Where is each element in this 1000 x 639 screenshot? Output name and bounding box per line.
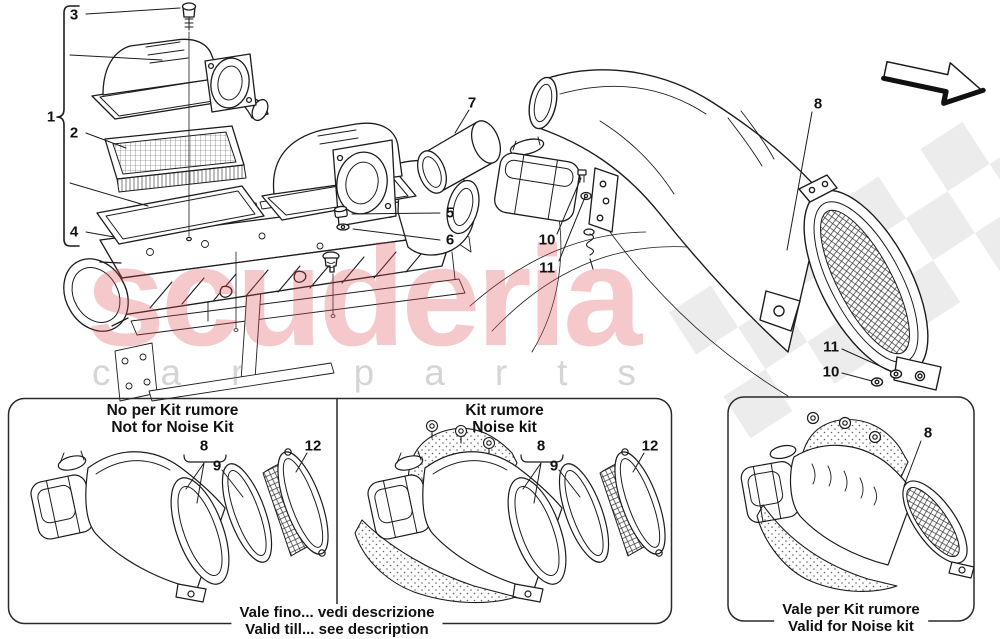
inset-left-title: No per Kit rumore Not for Noise Kit [8,402,337,436]
inset-middle-title: Kit rumore Noise kit [337,402,672,436]
inset-middle-title-en: Noise kit [472,419,537,436]
noise-kit-blanket [354,519,517,604]
inset-right-callout-8: 8 [923,424,933,442]
inset-middle-title-it: Kit rumore [465,402,544,419]
inset-middle-callout-12: 12 [641,437,659,455]
callout-11b: 11 [823,338,839,356]
callout-1: 1 [46,108,56,126]
gasket-frame [96,185,265,245]
inset-left-title-it: No per Kit rumore [106,402,239,419]
airbox-cover-right [261,122,417,227]
duct-washers [870,369,903,387]
screw [181,2,197,242]
noise-kit-valid-caption-it: Vale per Kit rumore [782,601,920,618]
callout-7: 7 [467,94,477,112]
callout-3: 3 [69,6,79,24]
callout-6: 6 [445,231,455,249]
mounting-bracket [577,167,619,270]
callout-1-brace [56,5,80,247]
inset-left-callout-9: 9 [212,457,222,475]
noise-kit-assembled-duct [740,411,975,593]
validity-caption-en: Valid till... see description [245,620,429,638]
intake-hose [417,120,501,194]
inset-middle-callout-8: 8 [536,437,546,455]
validity-caption: Vale fino... vedi descrizione Valid till… [231,604,443,639]
callout-4: 4 [69,223,79,241]
inset-left-title-en: Not for Noise Kit [111,419,234,436]
airbox-cover-left [91,38,269,122]
inset-duct-exploded [30,448,329,603]
car-body-outline [469,205,789,397]
assembly-axis-lines [233,251,336,332]
callout-11a: 11 [539,259,555,277]
callout-10b: 10 [822,363,840,381]
resonator [494,136,580,222]
inset-left-callout-8: 8 [199,437,209,455]
noise-kit-cover-hooks [425,419,496,456]
inset-middle-callout-9: 9 [549,457,559,475]
callout-5: 5 [445,204,455,222]
leader-lines [69,7,892,382]
callout-10a: 10 [538,231,556,249]
noise-kit-valid-caption: Vale per Kit rumore Valid for Noise kit [774,601,928,636]
validity-caption-it: Vale fino... vedi descrizione [239,604,435,621]
air-intake-duct [528,69,942,391]
air-filter [104,125,247,193]
callout-2: 2 [69,124,79,142]
inset-left-callout-12: 12 [304,437,322,455]
noise-kit-valid-caption-en: Valid for Noise kit [788,617,914,635]
direction-arrow-icon [881,60,986,106]
housing-fasteners [322,205,350,273]
callout-8: 8 [813,95,823,113]
